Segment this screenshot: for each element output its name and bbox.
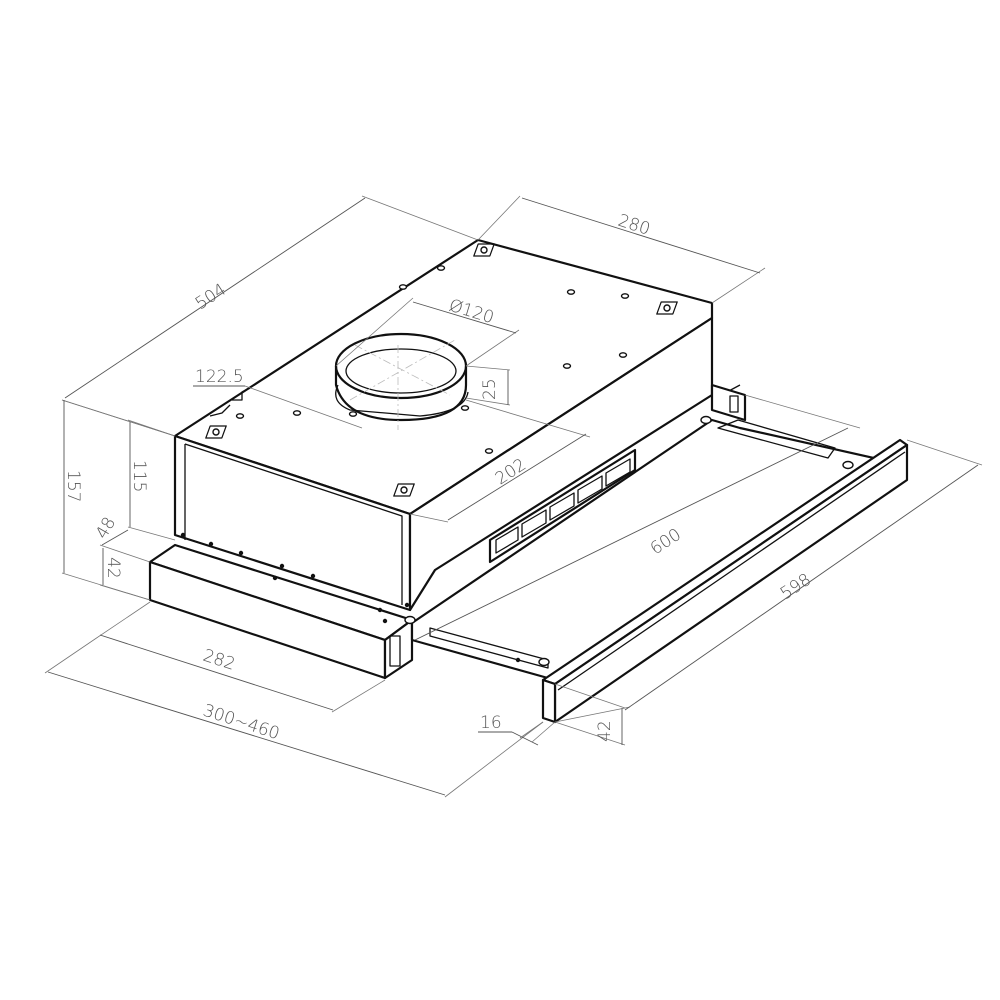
- dimension-outlet-offset: 122.5: [193, 367, 363, 429]
- label-280: 280: [615, 211, 652, 240]
- front-visor-panel: [541, 438, 909, 724]
- dimension-panel-thickness: 16: [478, 713, 556, 746]
- dimension-panel-height: 42: [554, 683, 626, 746]
- mounting-pad-icon: [393, 483, 415, 497]
- dimension-slide-height: 42: [99, 548, 151, 601]
- mounting-pad-icon: [205, 425, 227, 439]
- label-300-460: 300~460: [200, 701, 281, 744]
- dimension-outlet-height: 25: [465, 365, 511, 406]
- dimension-slide-step: 48: [92, 514, 151, 563]
- side-vents: [488, 448, 637, 564]
- dimension-extension-range: 300~460: [44, 636, 544, 798]
- dimension-total-height: 157: [61, 399, 176, 601]
- label-48: 48: [92, 514, 120, 543]
- label-504: 504: [192, 280, 230, 314]
- label-157: 157: [63, 470, 83, 502]
- label-122-5: 122.5: [195, 367, 244, 387]
- label-16: 16: [480, 713, 502, 733]
- label-42-panel: 42: [595, 720, 615, 742]
- label-598: 598: [777, 570, 815, 604]
- dimension-body-height: 115: [127, 419, 176, 541]
- mounting-pad-icon: [473, 243, 495, 257]
- label-115: 115: [129, 460, 149, 492]
- label-25: 25: [480, 378, 500, 400]
- slide-drawer: [148, 383, 907, 682]
- mounting-pad-icon: [656, 301, 678, 315]
- label-282: 282: [200, 646, 237, 675]
- label-42-slide: 42: [103, 557, 123, 579]
